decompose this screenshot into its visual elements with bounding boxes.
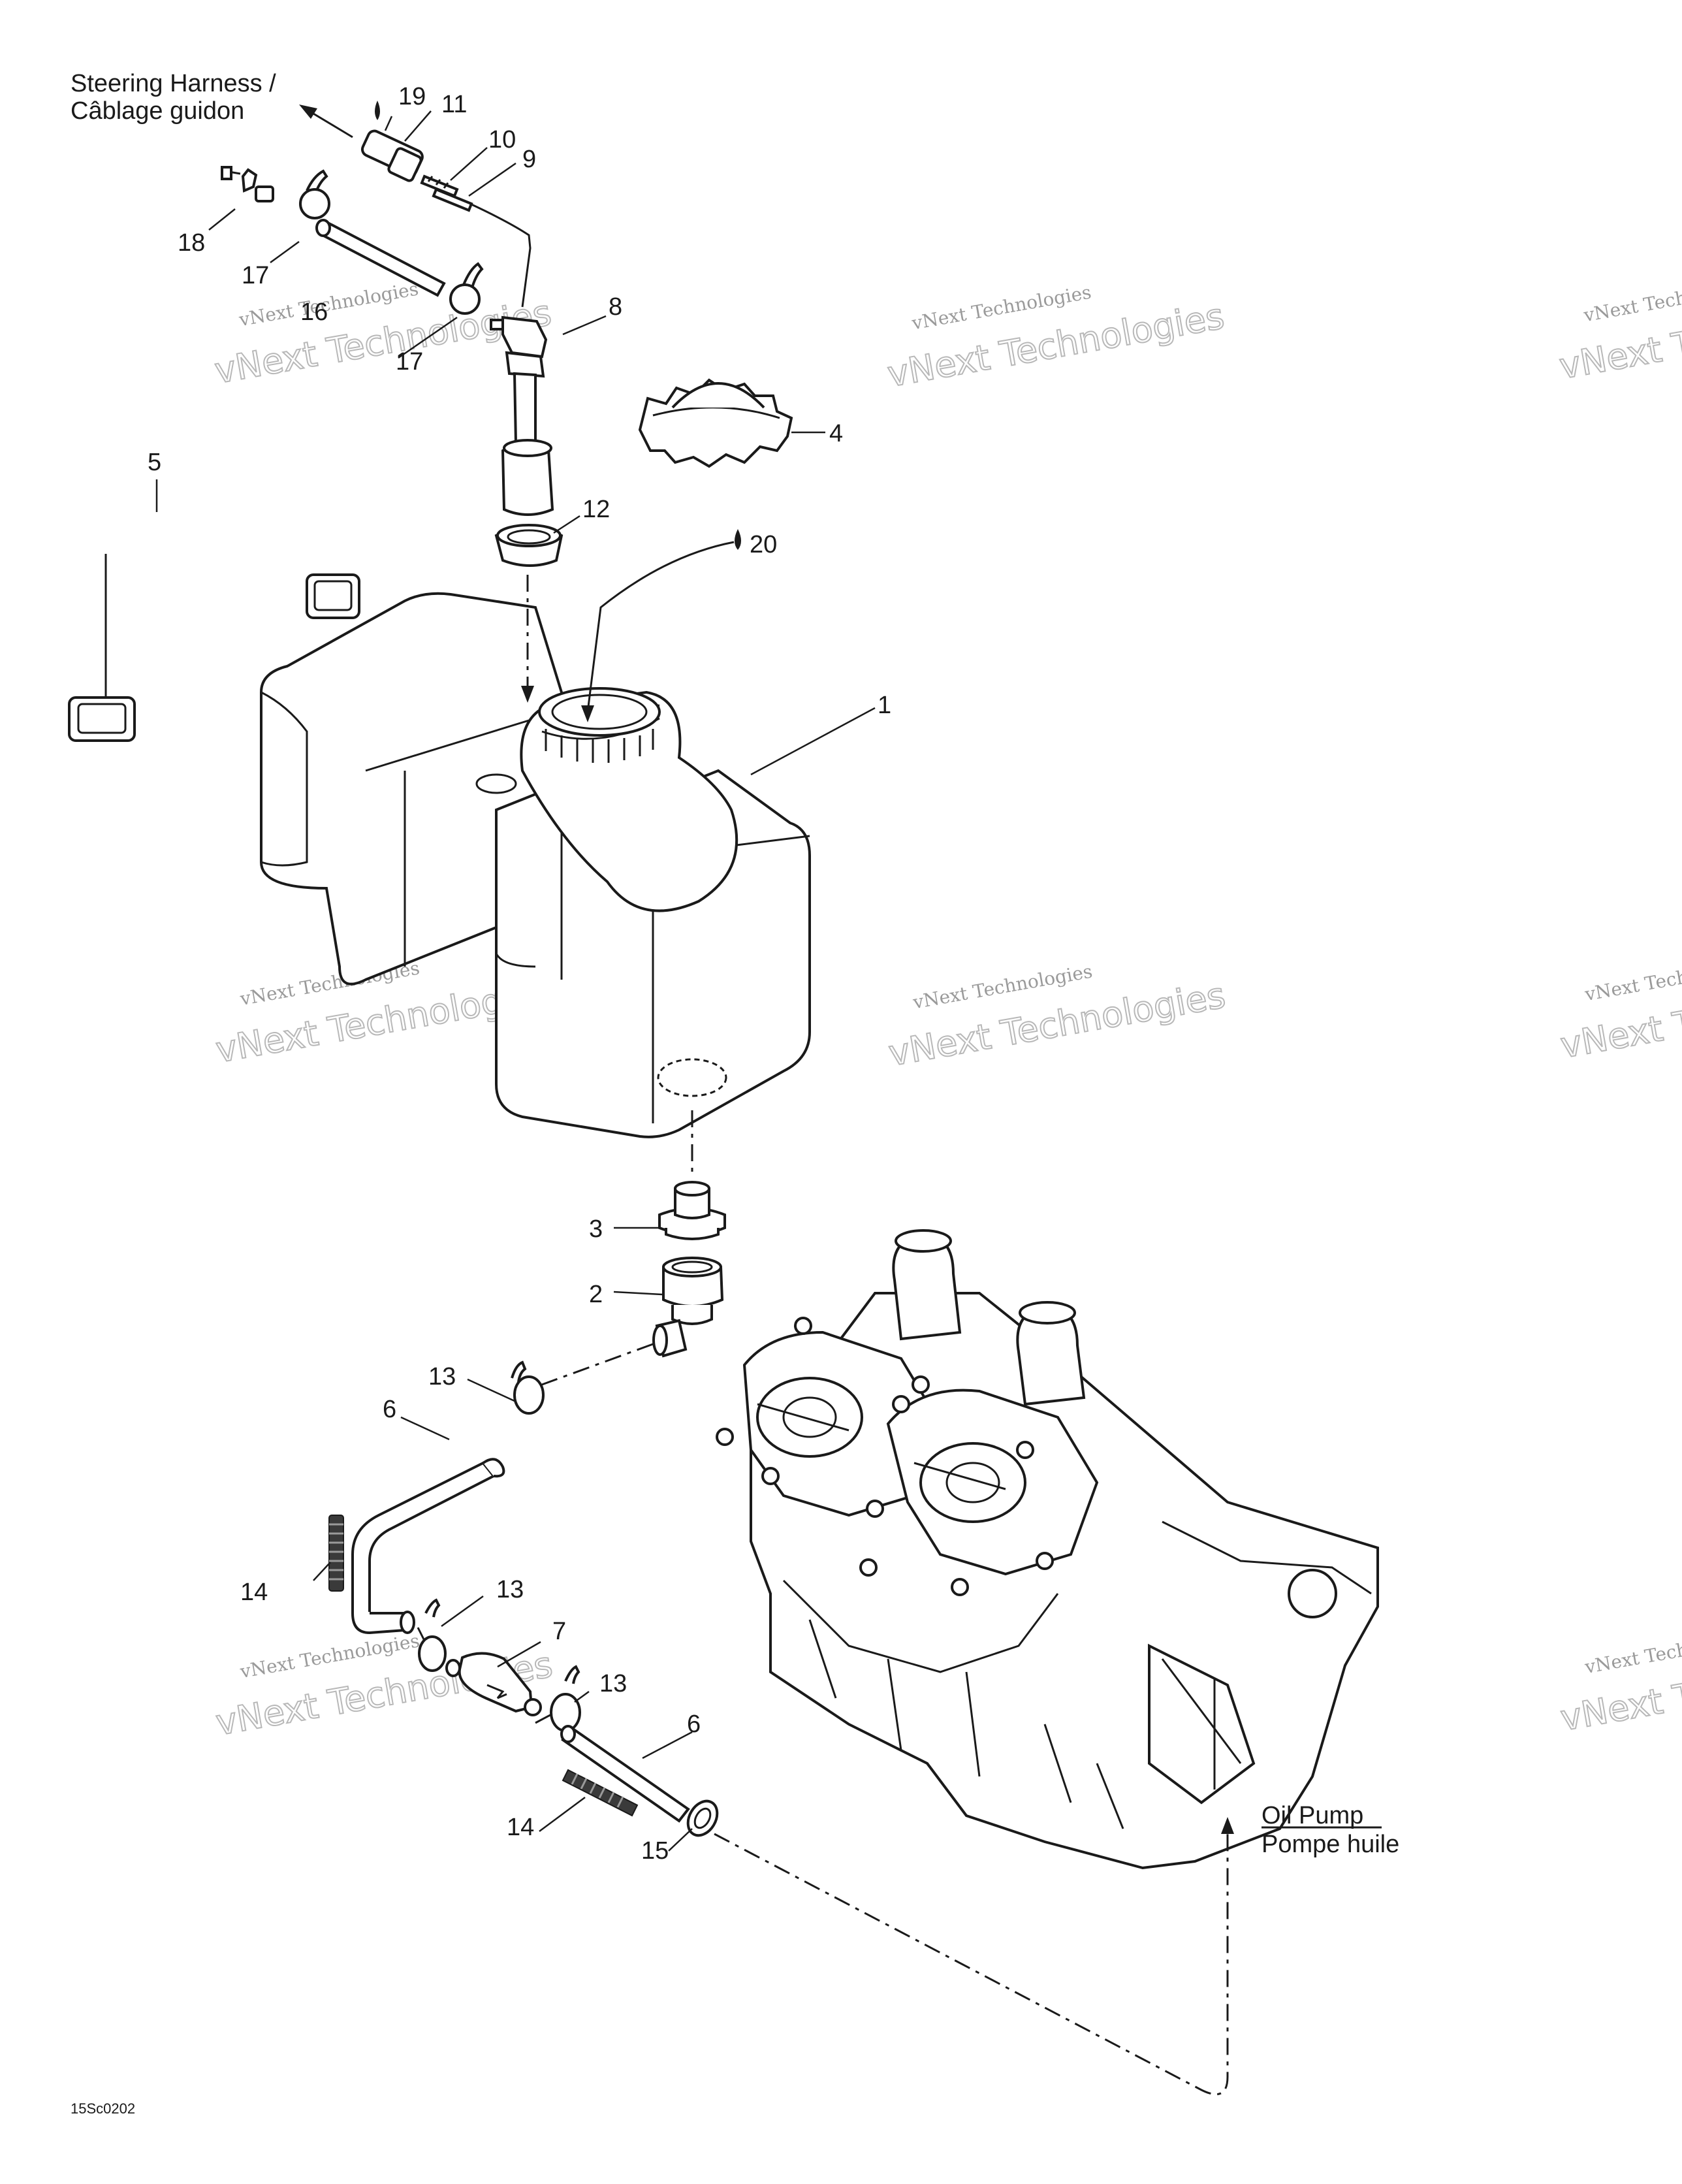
part-label-15: 15 bbox=[641, 1837, 669, 1865]
part-label-10: 10 bbox=[488, 126, 516, 153]
grommet-12 bbox=[494, 524, 563, 567]
steering-harness-label-en: Steering Harness / bbox=[71, 70, 276, 97]
leader-lines bbox=[155, 110, 876, 1852]
watermark-text: vNext Technologies bbox=[1581, 274, 1682, 327]
part-label-7: 7 bbox=[552, 1618, 566, 1645]
oil-tank-1 bbox=[260, 592, 811, 1138]
assembly-lines bbox=[417, 575, 1234, 2096]
part-label-13-middle: 13 bbox=[496, 1576, 524, 1603]
breather-hose-16 bbox=[315, 219, 446, 297]
clip-17-top bbox=[299, 169, 330, 219]
part-label-14-lower: 14 bbox=[507, 1814, 534, 1841]
watermark-text: vNext Technologies bbox=[1583, 1625, 1682, 1678]
grommet-3 bbox=[658, 1181, 726, 1240]
oil-filter-7 bbox=[445, 1652, 542, 1716]
part-label-13-upper: 13 bbox=[428, 1363, 456, 1390]
clip-13-middle bbox=[418, 1598, 447, 1672]
part-label-18: 18 bbox=[178, 229, 205, 257]
oil-cap-4 bbox=[638, 378, 793, 468]
oil-hose-6-lower bbox=[560, 1725, 690, 1823]
filler-neck-leader-20 bbox=[581, 541, 735, 722]
part-label-16: 16 bbox=[300, 298, 328, 326]
part-label-17-top: 17 bbox=[242, 262, 269, 289]
part-label-6-upper: 6 bbox=[383, 1396, 396, 1423]
part-label-12: 12 bbox=[582, 496, 610, 523]
fitting-2 bbox=[652, 1257, 724, 1358]
clip-13-lower bbox=[550, 1665, 581, 1732]
oil-level-sensor-8 bbox=[490, 315, 548, 446]
lubricant-drop-icon-20 bbox=[735, 529, 741, 550]
part-label-8: 8 bbox=[609, 293, 622, 321]
engine-block bbox=[716, 1229, 1379, 1870]
part-label-9: 9 bbox=[522, 146, 536, 173]
strainer-14-upper bbox=[328, 1515, 344, 1592]
part-label-5: 5 bbox=[148, 449, 161, 476]
oil-pump-label-en: Oil Pump bbox=[1262, 1802, 1363, 1829]
part-label-11: 11 bbox=[441, 91, 467, 118]
oil-hose-6-upper bbox=[351, 1458, 505, 1635]
oil-pump-label-fr: Pompe huile bbox=[1262, 1831, 1399, 1858]
lubricant-drop-icon-19 bbox=[375, 101, 380, 120]
part-label-1: 1 bbox=[878, 692, 891, 719]
part-label-6-lower: 6 bbox=[687, 1710, 701, 1738]
sensor-connector-11 bbox=[360, 129, 424, 182]
float-sleeve bbox=[501, 439, 554, 516]
part-label-3: 3 bbox=[589, 1215, 603, 1243]
clamp-15 bbox=[686, 1799, 719, 1837]
tank-strap-5 bbox=[68, 450, 360, 742]
part-label-13-lower: 13 bbox=[599, 1670, 627, 1697]
steering-harness-arrow bbox=[299, 104, 353, 138]
part-label-20: 20 bbox=[750, 531, 777, 558]
breather-valve-18 bbox=[221, 166, 274, 202]
strainer-14-lower bbox=[562, 1769, 639, 1817]
steering-harness-label-fr: Câblage guidon bbox=[71, 97, 244, 125]
clip-17-bottom bbox=[449, 262, 484, 315]
part-label-14-upper: 14 bbox=[240, 1579, 268, 1606]
sensor-wire bbox=[469, 202, 532, 308]
part-label-19: 19 bbox=[398, 83, 426, 110]
part-label-2: 2 bbox=[589, 1281, 603, 1308]
part-label-17-bottom: 17 bbox=[396, 348, 423, 376]
clip-13-upper bbox=[511, 1360, 545, 1415]
part-label-4: 4 bbox=[829, 420, 843, 447]
diagram-reference-code: 15Sc0202 bbox=[71, 2100, 135, 2117]
terminal-9 bbox=[432, 187, 473, 212]
watermark-text: vNext Technologies bbox=[1583, 952, 1682, 1005]
